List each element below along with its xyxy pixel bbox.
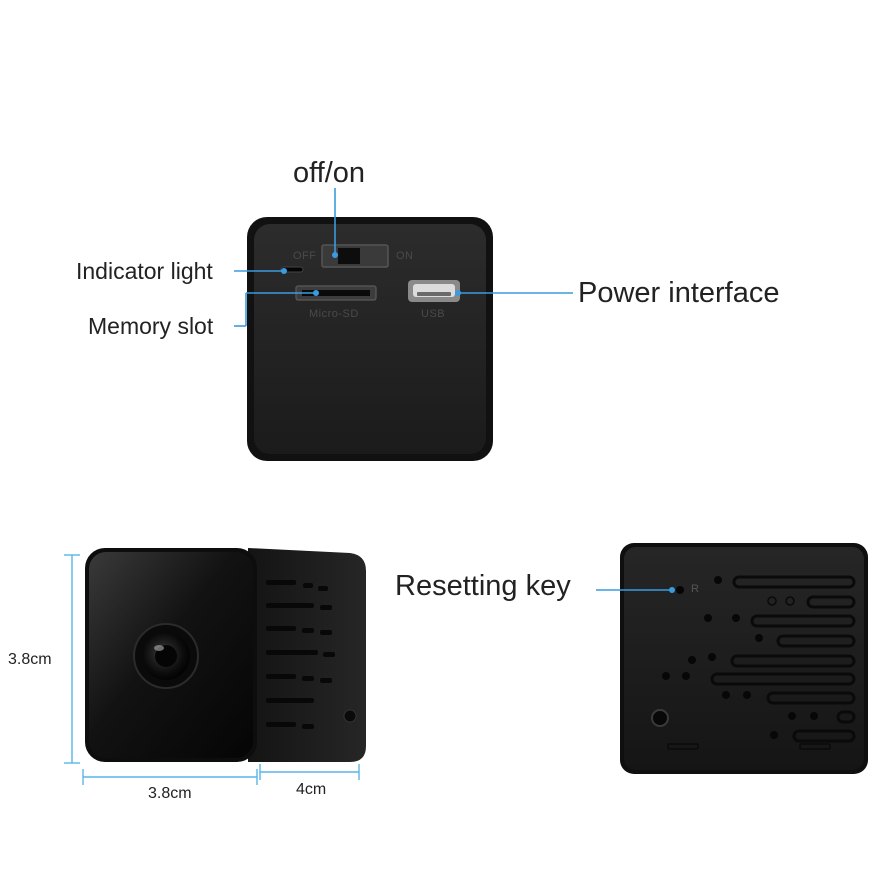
usb-marking: USB: [421, 308, 446, 320]
usb-port: [408, 280, 460, 302]
reset-hole: [676, 586, 684, 594]
dimension-lines: [64, 554, 360, 785]
switch-off-marking: OFF: [293, 250, 317, 262]
camera-lens: [133, 623, 199, 689]
reset-marking: R: [691, 583, 700, 595]
callout-dots-top: [281, 252, 461, 296]
callout-lines-top: [234, 188, 573, 327]
off-on-label: off/on: [293, 157, 366, 189]
switch-on-marking: ON: [396, 250, 414, 262]
width-dimension-label: 3.8cm: [148, 785, 192, 802]
power-switch: [321, 244, 389, 268]
back-panel: [247, 217, 493, 461]
power-interface-label: Power interface: [578, 277, 780, 309]
callout-line-reset: [596, 587, 675, 593]
micro-sd-marking: Micro-SD: [309, 308, 359, 320]
indicator-light-label: Indicator light: [76, 258, 213, 284]
camera-front-view: [85, 548, 366, 762]
depth-dimension-label: 4cm: [296, 781, 327, 798]
memory-slot-label: Memory slot: [88, 313, 214, 339]
camera-side-view: [620, 543, 868, 774]
height-dimension-label: 3.8cm: [8, 651, 52, 668]
resetting-key-label: Resetting key: [395, 570, 571, 602]
